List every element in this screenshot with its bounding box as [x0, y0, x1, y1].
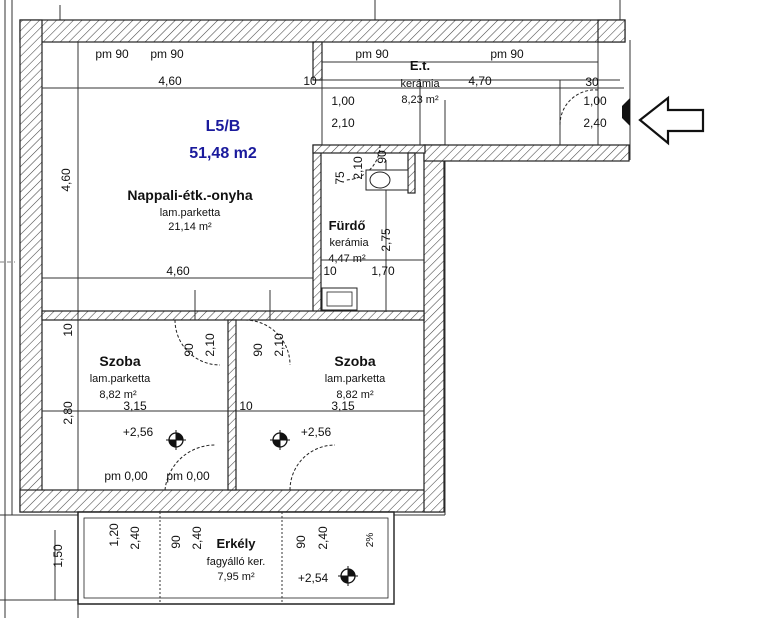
- dim-d275: 2,75: [379, 228, 393, 252]
- level-balcony-label: +2,54: [298, 571, 329, 585]
- dim-w470: 4,70: [468, 74, 492, 88]
- balcony-name: Erkély: [216, 536, 256, 551]
- level-mark-left-icon: [166, 430, 186, 450]
- dim-pm-top-3: pm 90: [355, 47, 389, 61]
- bath-floor: kerámia: [329, 237, 369, 249]
- dim-d210-door2: 2,10: [272, 333, 286, 357]
- entrance-marker-icon: [622, 98, 630, 126]
- hall-area: 8,23 m²: [401, 94, 439, 106]
- dim-pm0-1: pm 0,00: [104, 469, 148, 483]
- dim-d90-door2: 90: [251, 343, 265, 357]
- dim-d10-left: 10: [61, 323, 75, 337]
- interior-lines: [42, 42, 624, 490]
- dim-d10-top: 10: [303, 74, 317, 88]
- dim-d210-bath1: 2,10: [351, 156, 365, 180]
- dim-d100-b: 1,00: [583, 94, 607, 108]
- dim-d10-bath: 10: [323, 264, 337, 278]
- room-left-floor: lam.parketta: [90, 373, 151, 385]
- unit-name: L5/B: [206, 118, 241, 135]
- level-right-label: +2,56: [301, 425, 332, 439]
- dim-d100-a: 1,00: [331, 94, 355, 108]
- balcony-area: 7,95 m²: [217, 571, 255, 583]
- dim-d240-b1: 2,40: [128, 526, 142, 550]
- entrance-arrow-icon: [638, 95, 705, 146]
- room-right-area: 8,82 m²: [336, 389, 374, 401]
- dim-h280: 2,80: [61, 401, 75, 425]
- dim-w315-right: 3,15: [331, 399, 355, 413]
- dim-d210-a: 2,10: [331, 116, 355, 130]
- dim-d90-bath: 90: [375, 150, 389, 164]
- door-swings: [164, 89, 599, 491]
- dim-d75: 75: [333, 171, 347, 185]
- dim-pm-top-2: pm 90: [150, 47, 184, 61]
- dim-pm-top-1: pm 90: [95, 47, 129, 61]
- dim-d210-door1: 2,10: [203, 333, 217, 357]
- level-mark-right-icon: [270, 430, 290, 450]
- dim-d30: 30: [585, 75, 599, 89]
- balcony-floor: fagyálló ker.: [207, 556, 266, 568]
- dim-h460: 4,60: [59, 168, 73, 192]
- dim-d240-b3: 2,40: [316, 526, 330, 550]
- living-room-name: Nappali-étk.-onyha: [127, 187, 252, 203]
- dim-d240-b2: 2,40: [190, 526, 204, 550]
- unit-area: 51,48 m2: [189, 145, 257, 162]
- dim-d150: 1,50: [51, 544, 65, 568]
- dim-d120: 1,20: [107, 523, 121, 547]
- hall-name: E.t.: [410, 58, 430, 73]
- bath-name: Fürdő: [329, 218, 366, 233]
- living-room-floor: lam.parketta: [160, 207, 221, 219]
- vertical-dimension-labels: 4,60 75 2,10 90 2,75 10 90 2,10 90 2,10 …: [51, 150, 393, 568]
- room-right-floor: lam.parketta: [325, 373, 386, 385]
- bath-area: 4,47 m²: [328, 253, 366, 265]
- dim-w460-mid: 4,60: [166, 264, 190, 278]
- dim-d90-b2: 90: [294, 535, 308, 549]
- walls: [19, 19, 630, 513]
- dim-d10-mid: 10: [239, 399, 253, 413]
- dim-w315-left: 3,15: [123, 399, 147, 413]
- dim-pm0-2: pm 0,00: [166, 469, 210, 483]
- dim-slope: 2%: [365, 533, 376, 548]
- room-left-name: Szoba: [99, 353, 140, 369]
- living-room-area: 21,14 m²: [168, 221, 212, 233]
- level-mark-balcony-icon: [338, 566, 358, 586]
- dim-pm-top-4: pm 90: [490, 47, 524, 61]
- room-right-name: Szoba: [334, 353, 375, 369]
- balcony-structure: [77, 511, 395, 618]
- dim-w460-top: 4,60: [158, 74, 182, 88]
- dim-d240-a: 2,40: [583, 116, 607, 130]
- dim-d170: 1,70: [371, 264, 395, 278]
- dim-d90-b1: 90: [169, 535, 183, 549]
- bath-fixtures: [321, 169, 409, 311]
- level-left-label: +2,56: [123, 425, 154, 439]
- room-left-area: 8,82 m²: [99, 389, 137, 401]
- dim-d90-door1: 90: [182, 343, 196, 357]
- dimension-labels: pm 90 pm 90 pm 90 pm 90 4,60 10 4,70 30 …: [95, 47, 607, 585]
- hall-floor: kerámia: [400, 78, 440, 90]
